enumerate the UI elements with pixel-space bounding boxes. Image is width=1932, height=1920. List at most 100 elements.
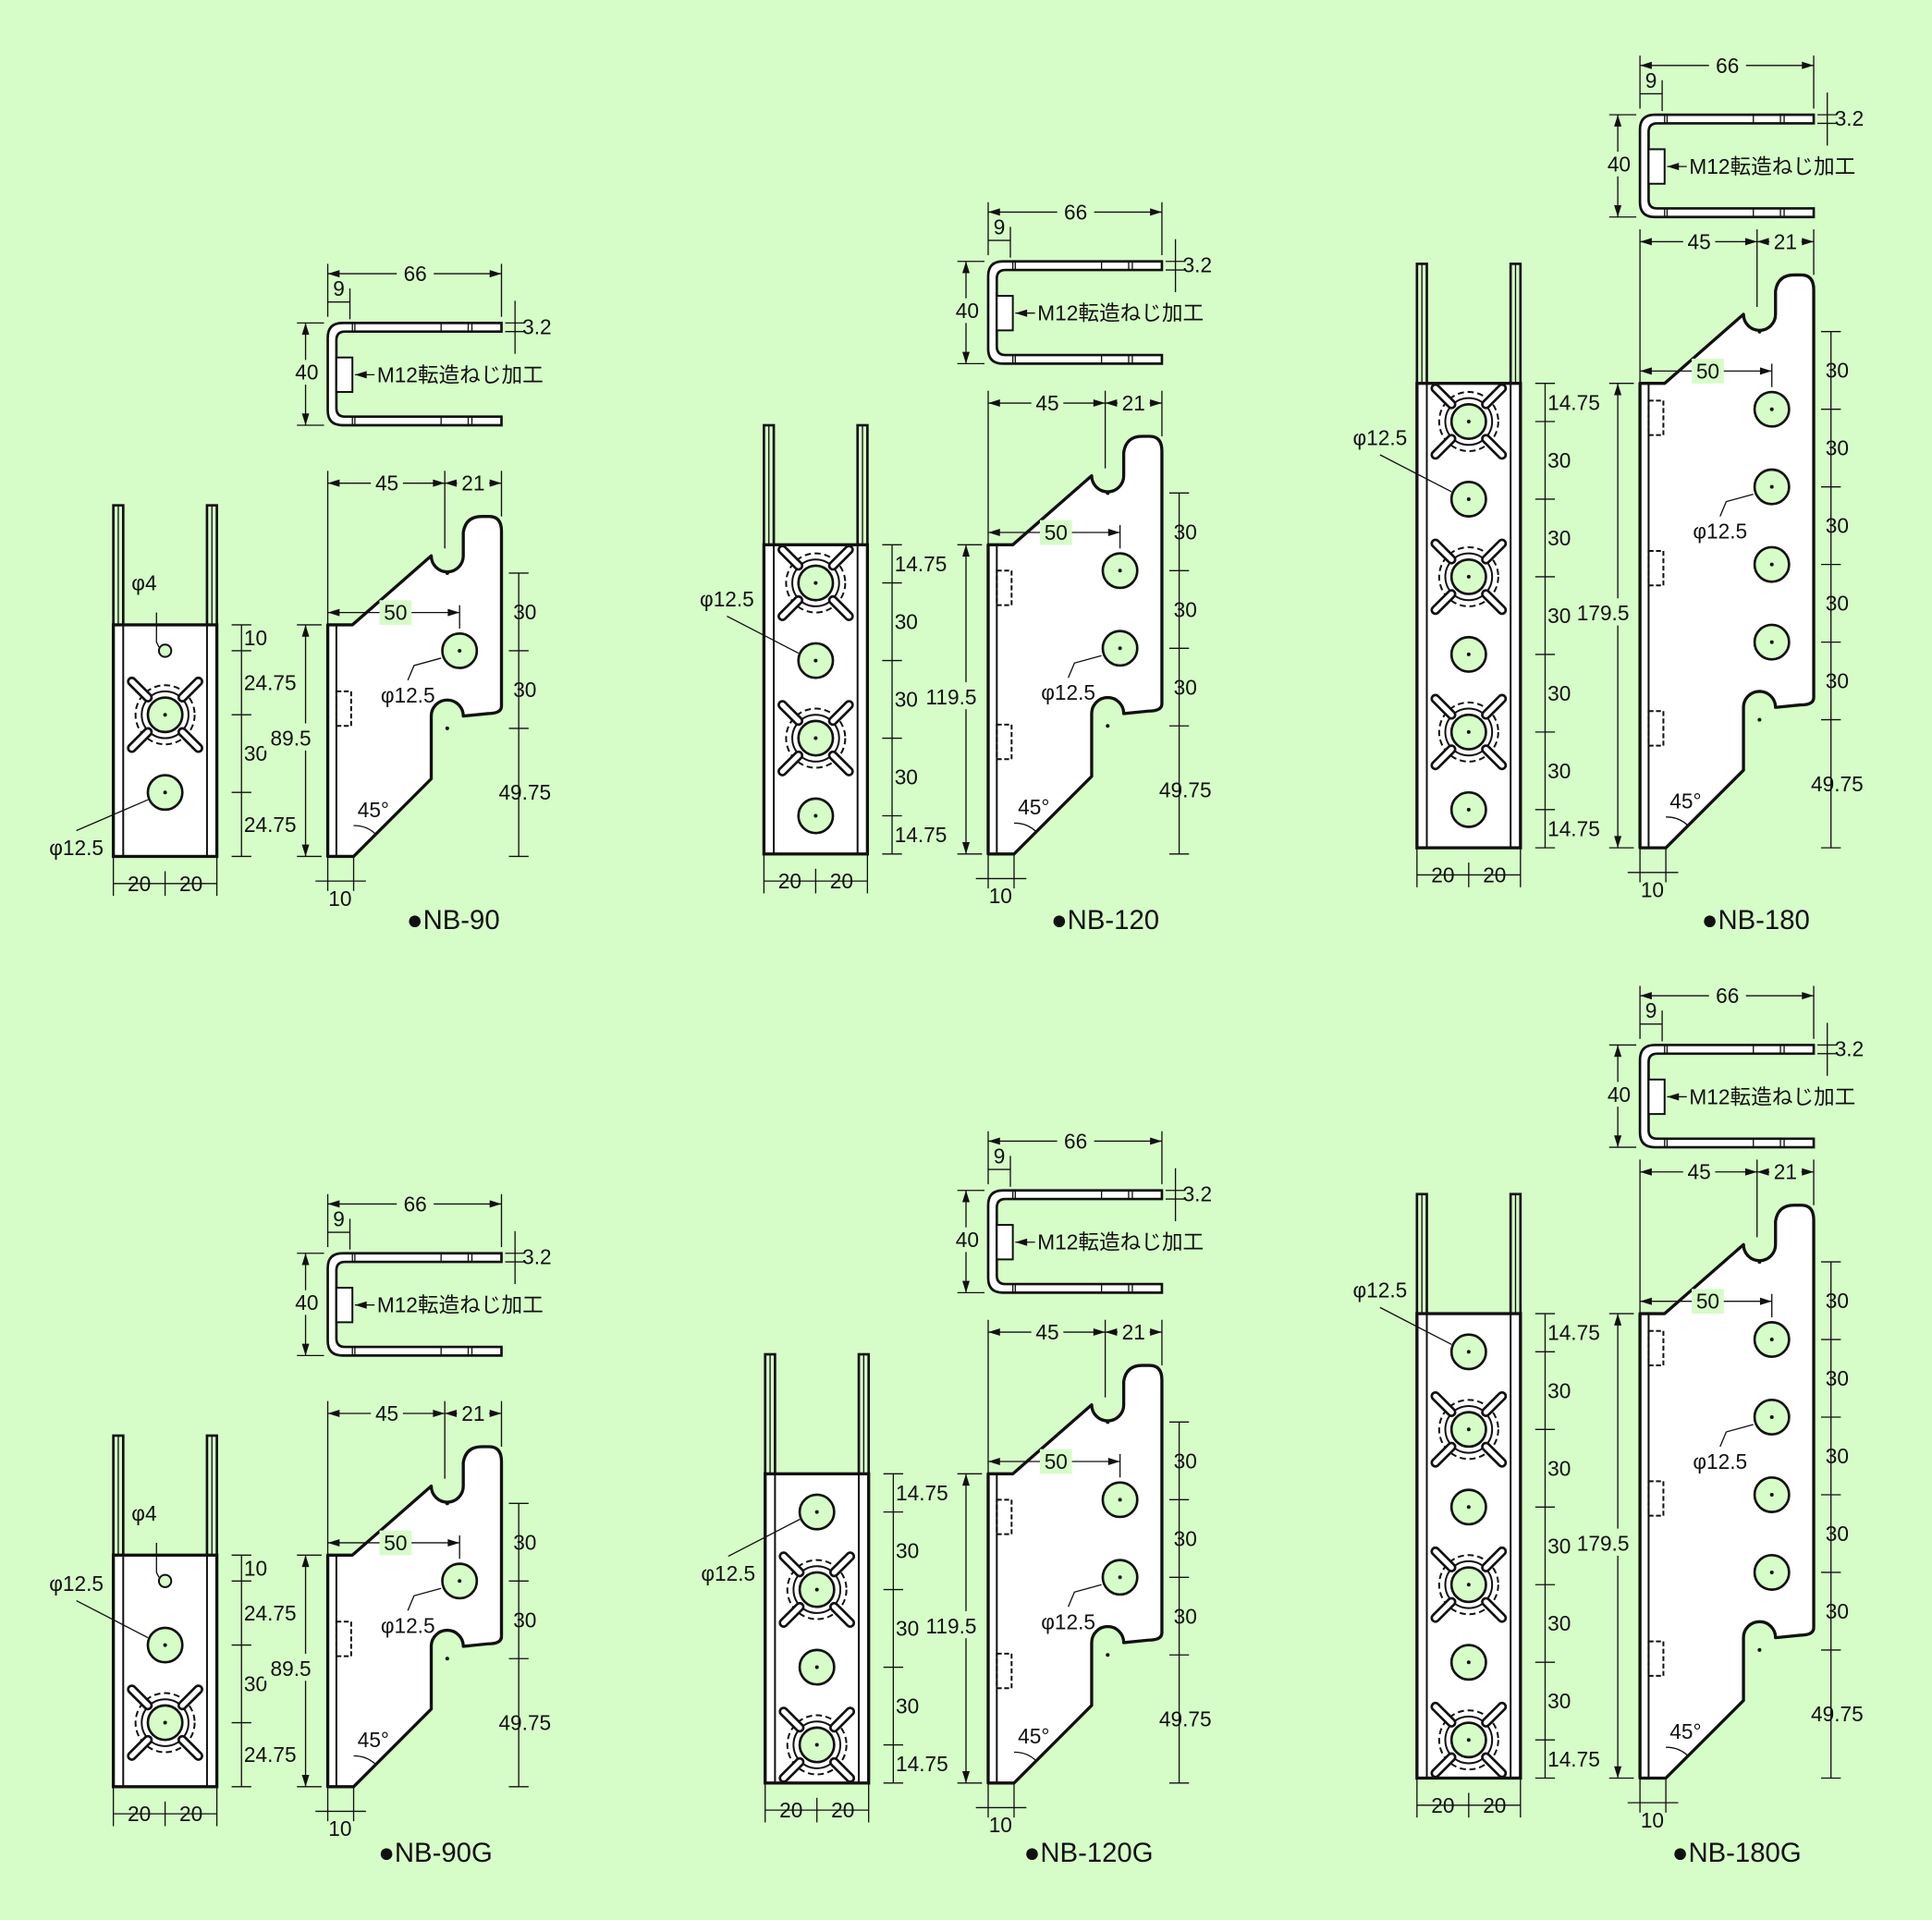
- angle-arc: [1666, 1746, 1689, 1756]
- arrowhead: [301, 323, 310, 336]
- notch-center: [1106, 724, 1110, 728]
- dim-45-label: 45: [1035, 1320, 1058, 1344]
- cross-slot-inner: [779, 546, 801, 569]
- hole-center: [1466, 652, 1471, 656]
- label-bg: [1057, 1129, 1094, 1154]
- arrowhead: [433, 479, 446, 487]
- hole-center: [1466, 729, 1471, 734]
- top-height-label: 40: [956, 1228, 979, 1252]
- plain-hole-icon: [797, 642, 835, 679]
- cross-slot-inner: [831, 1708, 853, 1730]
- label-bg: [1692, 1289, 1724, 1315]
- cross-slot-inner: [1483, 541, 1505, 562]
- notch-center: [445, 1657, 449, 1661]
- side-dimension-label: 30: [1826, 1444, 1849, 1468]
- top-width-label: 66: [404, 262, 427, 286]
- dashed-ring: [1437, 1399, 1499, 1461]
- dim-50-label: 50: [1696, 359, 1719, 383]
- u-channel-profile: [326, 322, 503, 427]
- side-dimension-label: 30: [1826, 1366, 1849, 1390]
- ring: [791, 714, 840, 763]
- cross-slot-inner: [128, 729, 151, 751]
- arrowhead: [445, 1410, 457, 1418]
- tapped-cross-hole-icon: [777, 544, 854, 621]
- angle-label: 45°: [358, 1728, 389, 1752]
- front-dimension-label: 24.75: [244, 1601, 297, 1625]
- arrowhead: [354, 1301, 367, 1309]
- cross-slot-inner: [1483, 696, 1505, 717]
- label-bg: [457, 471, 490, 495]
- plain-hole-icon: [798, 1648, 836, 1686]
- front-plate: [111, 1553, 219, 1789]
- angle-arc: [1013, 1751, 1037, 1762]
- front-hole-label: φ12.5: [1352, 1278, 1407, 1302]
- hole-center: [163, 713, 167, 717]
- overall-height-label: 119.5: [926, 1614, 977, 1638]
- dim-45-label: 45: [1035, 391, 1058, 415]
- plain-hole-icon: [1101, 1559, 1139, 1596]
- overall-height-label: 179.5: [1577, 1532, 1630, 1556]
- plain-hole-icon: [798, 1493, 836, 1531]
- thickness-label: 3.2: [522, 314, 551, 338]
- width-left-label: 20: [778, 869, 801, 893]
- arrowhead: [445, 479, 457, 487]
- cross-slot-inner: [830, 546, 852, 569]
- thread-boss: [1647, 1480, 1665, 1517]
- label-bg: [1117, 390, 1150, 416]
- arrowhead: [447, 1538, 460, 1547]
- tapped-cross-hole-icon: [777, 700, 854, 777]
- arrowhead: [1640, 238, 1652, 246]
- leader-line: [728, 1519, 801, 1558]
- ring: [792, 1565, 842, 1614]
- thread-boss: [1647, 399, 1665, 436]
- label-bg: [1031, 1319, 1064, 1345]
- cross-slot-inner: [1483, 1704, 1505, 1726]
- width-right-label: 20: [1483, 862, 1506, 887]
- small-hole-label: φ4: [131, 571, 156, 595]
- side-dimension-label: 30: [1826, 1522, 1849, 1546]
- front-dimension-label: 14.75: [1547, 816, 1600, 840]
- bottom-10-label: 10: [989, 884, 1012, 908]
- tapped-cross-hole-icon: [778, 1551, 856, 1628]
- label-bg: [379, 600, 412, 625]
- side-dimension-label: 30: [1174, 675, 1197, 699]
- arrowhead: [987, 1137, 1000, 1145]
- arrowhead: [962, 1474, 970, 1486]
- dashed-ring: [785, 707, 847, 769]
- arrowhead: [1744, 1168, 1757, 1176]
- top-width-label: 66: [1716, 984, 1739, 1008]
- notch-center: [1106, 1653, 1110, 1657]
- leader-line: [407, 657, 442, 681]
- arrowhead: [1640, 367, 1652, 375]
- top-height-label: 40: [1608, 1082, 1631, 1107]
- cross-slot-inner: [1483, 591, 1505, 613]
- arrowhead: [962, 261, 970, 274]
- model-label: ●NB-120G: [1024, 1838, 1154, 1868]
- side-hole-label: φ12.5: [1693, 1449, 1747, 1474]
- angle-arc: [1666, 816, 1689, 826]
- arrowhead: [1614, 1766, 1622, 1779]
- side-dimension-label: 30: [513, 678, 536, 702]
- plain-hole-icon: [1753, 545, 1791, 583]
- front-dimension-label: 30: [244, 1672, 267, 1696]
- top-lip-label: 9: [333, 276, 345, 300]
- hole-center: [163, 790, 167, 795]
- side-hole-label: φ12.5: [1041, 1609, 1095, 1633]
- label-bg: [1708, 983, 1746, 1009]
- label-bg: [951, 298, 981, 324]
- thickness-label: 3.2: [1183, 253, 1212, 277]
- cross-slot-inner: [179, 1686, 202, 1708]
- leader-line: [407, 1587, 442, 1611]
- overall-height-label: 89.5: [271, 1657, 312, 1681]
- dashed-ring: [1437, 1709, 1499, 1771]
- bottom-10-label: 10: [989, 1813, 1012, 1837]
- plain-hole-icon: [1449, 1644, 1487, 1682]
- hole-center: [813, 581, 818, 585]
- front-plate: [1415, 1312, 1522, 1780]
- cross-slot-inner: [779, 597, 801, 619]
- small-hole-icon: [157, 1573, 173, 1588]
- cross-slot-inner: [781, 1708, 802, 1730]
- hole-center: [1769, 1415, 1774, 1420]
